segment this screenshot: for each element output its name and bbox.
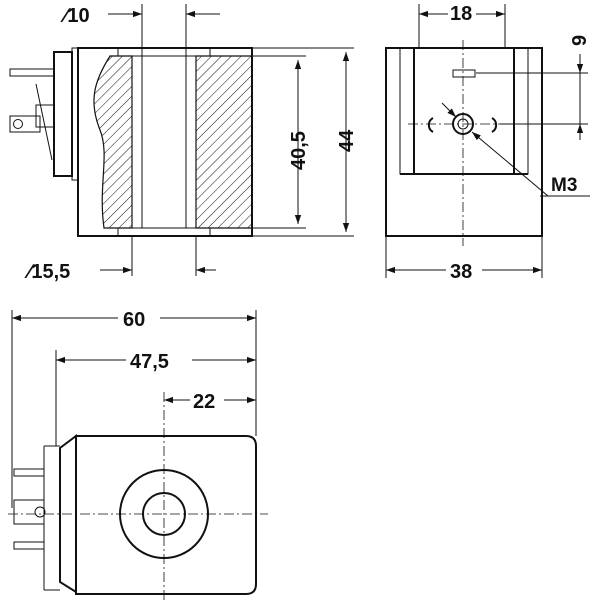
- dim-inner-length: 40,5: [288, 131, 310, 170]
- hatched-section-left: [93, 55, 133, 229]
- side-body: [75, 435, 257, 595]
- bore-bottom-flange: [117, 227, 211, 237]
- lug-hole: [13, 119, 23, 129]
- end-rail-left: [399, 47, 415, 175]
- end-view: M3 18 9 38: [385, 3, 591, 283]
- dim-pin-spacing: 18: [450, 3, 472, 25]
- side-lug-hole: [34, 506, 46, 518]
- dim-offset-9: 9: [569, 35, 591, 46]
- side-lug: [13, 499, 45, 525]
- end-rail-right: [513, 47, 529, 175]
- m3-leader: [471, 131, 549, 197]
- pin-slot: [452, 69, 476, 78]
- hatched-section-right: [195, 55, 253, 229]
- bore-inner: [141, 55, 187, 229]
- bore-top-flange: [117, 47, 211, 57]
- connector-pin-top: [9, 68, 55, 77]
- section-view: ∕10 ∕15,5 40,5 44: [9, 4, 358, 283]
- connector-tab: [9, 115, 41, 133]
- dim-width-38: 38: [450, 261, 472, 283]
- dim-bore-diameter: ∕10: [60, 5, 90, 27]
- m3-arrow-in: [441, 102, 457, 118]
- screw-hole: [457, 118, 469, 130]
- arc-right: [491, 117, 498, 133]
- dim-length-60: 60: [123, 309, 145, 331]
- dim-total-height: 44: [336, 129, 358, 152]
- side-pin-bottom: [13, 541, 45, 550]
- dim-outer-diameter: ∕15,5: [24, 261, 70, 283]
- dim-length-47-5: 47,5: [130, 351, 169, 373]
- arc-left: [427, 117, 434, 133]
- dim-length-22: 22: [193, 391, 215, 413]
- end-body: [385, 47, 543, 237]
- screw-head: [452, 113, 474, 135]
- side-view: 60 47,5 22: [8, 309, 268, 600]
- dim-thread: M3: [551, 175, 577, 196]
- connector-edge: [35, 83, 53, 161]
- connector-plate: [53, 51, 73, 177]
- side-pin-top: [13, 468, 45, 477]
